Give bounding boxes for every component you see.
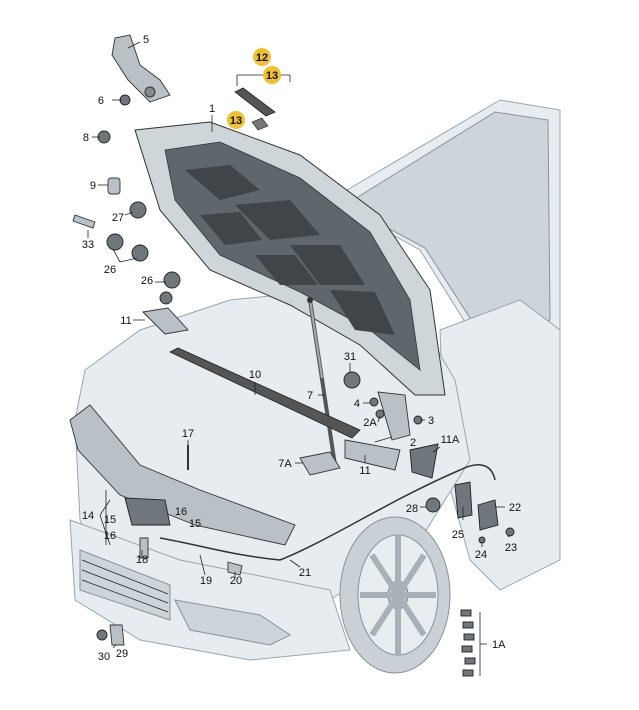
label-29: 29 [116, 648, 128, 660]
label-31: 31 [344, 351, 356, 363]
label-14: 14 [82, 510, 94, 522]
badge-13-mid [227, 111, 245, 129]
label-26-a: 26 [104, 264, 116, 276]
label-17: 17 [182, 428, 194, 440]
label-16-b: 16 [175, 506, 187, 518]
label-11-top: 11 [120, 315, 131, 327]
label-26-b: 26 [141, 275, 153, 287]
label-16-a: 16 [104, 530, 116, 542]
grille [79, 549, 171, 621]
label-2: 2 [410, 437, 416, 449]
hood-hinge [111, 34, 171, 103]
label-11a: 11A [441, 434, 460, 446]
leader-lines [87, 41, 511, 676]
label-7a: 7A [278, 458, 292, 470]
label-21: 21 [299, 567, 311, 579]
label-20: 20 [230, 575, 242, 587]
badge-13-top [263, 66, 281, 84]
label-1a: 1A [492, 639, 506, 651]
label-12: 12 [256, 52, 268, 64]
label-3: 3 [428, 415, 434, 427]
label-15-a: 15 [104, 514, 116, 526]
label-15-b: 15 [189, 518, 201, 530]
label-23: 23 [505, 542, 517, 554]
label-33: 33 [82, 239, 94, 251]
gas-strut [299, 297, 341, 476]
hood-panel [134, 121, 446, 396]
label-18: 18 [136, 554, 148, 566]
headlight [174, 599, 291, 646]
label-27: 27 [112, 212, 124, 224]
label-13-mid: 13 [230, 115, 242, 127]
clip-13-top [251, 117, 269, 131]
badge-12 [253, 48, 271, 66]
label-5: 5 [143, 34, 149, 46]
label-8: 8 [83, 132, 89, 144]
label-10: 10 [249, 369, 261, 381]
lock-carrier [69, 404, 296, 546]
front-wheel [339, 516, 451, 674]
small-parts [72, 94, 515, 646]
highlight-badges [227, 48, 281, 129]
part-labels: 12 13 13 5 6 1 8 9 27 33 26 26 11 10 31 … [82, 34, 521, 663]
label-13-top: 13 [266, 70, 278, 82]
label-22: 22 [509, 502, 521, 514]
label-4: 4 [354, 398, 360, 410]
label-24: 24 [475, 549, 487, 561]
label-6: 6 [98, 95, 104, 107]
label-1: 1 [209, 103, 215, 115]
label-25: 25 [452, 529, 464, 541]
label-30: 30 [98, 651, 110, 663]
seal-strip [169, 347, 361, 439]
label-7: 7 [307, 390, 313, 402]
insulation-strip [234, 87, 276, 117]
label-2a: 2A [363, 417, 377, 429]
label-28: 28 [406, 503, 418, 515]
fastener-set [460, 609, 476, 677]
label-19: 19 [200, 575, 212, 587]
label-9: 9 [90, 180, 96, 192]
label-11-mid: 11 [359, 465, 370, 477]
